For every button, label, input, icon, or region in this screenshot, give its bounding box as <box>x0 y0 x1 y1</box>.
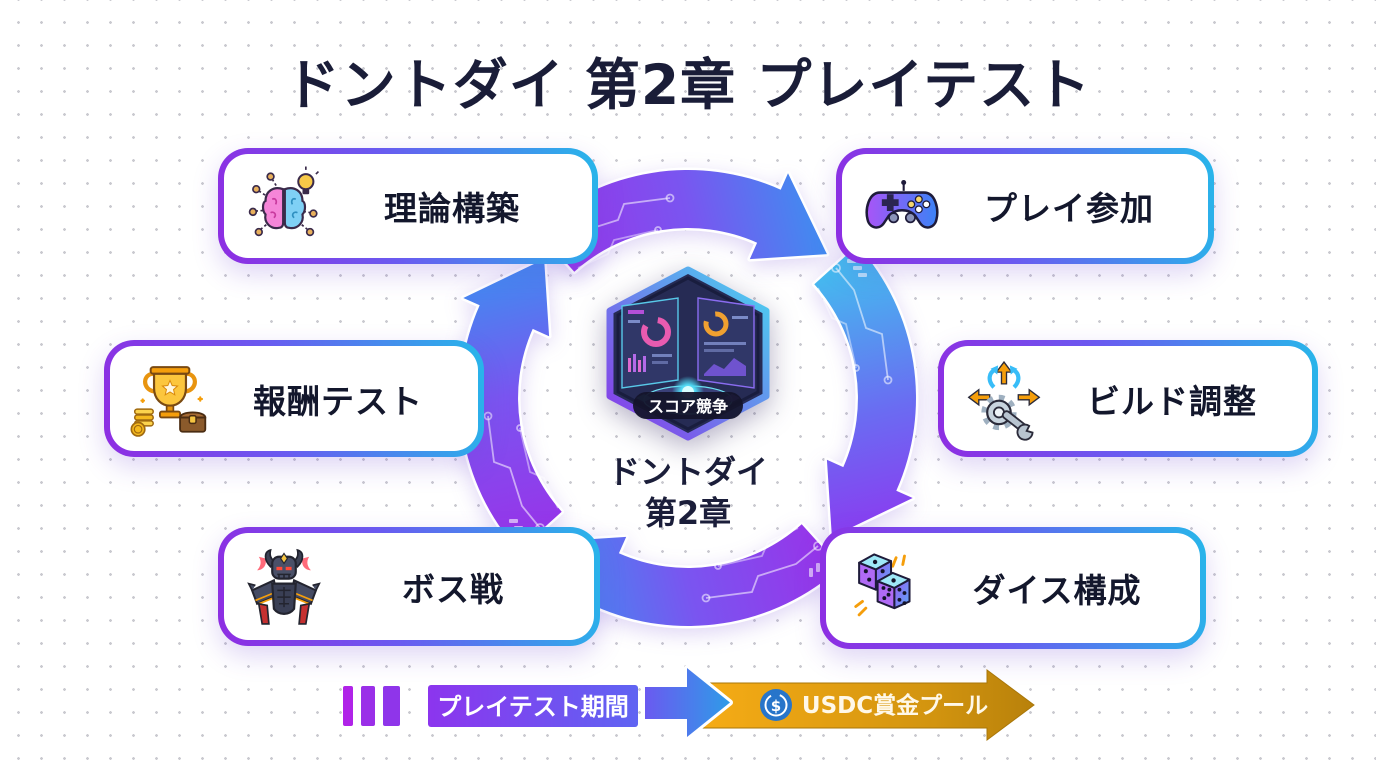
gear-wrench-icon <box>967 360 1041 441</box>
page-title: ドントダイ 第2章 プレイテスト <box>284 53 1092 117</box>
playtest-period-label: プレイテスト期間 <box>437 693 629 721</box>
usdc-symbol: $ <box>771 697 781 715</box>
direction-arrows-glyph <box>967 360 1041 406</box>
coins-glyph <box>130 407 154 437</box>
playtest-ticks <box>343 686 400 726</box>
brain-icon <box>248 166 320 237</box>
node-label: ダイス構成 <box>972 571 1142 610</box>
gamepad-icon <box>865 179 939 229</box>
flow-arrow-icon <box>642 665 733 740</box>
center-title-line2: 第2章 <box>644 493 732 532</box>
score-badge: スコア競争 <box>633 392 743 419</box>
usdc-icon: $ <box>760 689 792 721</box>
score-badge-label: スコア競争 <box>648 397 728 416</box>
node-label: ビルド調整 <box>1087 381 1257 421</box>
treasure-chest-glyph <box>179 411 207 433</box>
node-dice-build: ダイス構成 <box>820 527 1206 649</box>
prize-pool-arrow: $ USDC賞金プール <box>699 669 1035 741</box>
wrench-glyph <box>1001 409 1034 441</box>
lightbulb-glyph <box>297 166 320 195</box>
center-emblem: スコア競争 <box>606 266 770 441</box>
center-title-line1: ドントダイ <box>607 453 768 491</box>
dashboard-screen-right <box>697 297 755 389</box>
node-label: ボス戦 <box>402 569 504 609</box>
node-play-participation: プレイ参加 <box>836 148 1214 264</box>
node-build-adjust: ビルド調整 <box>938 340 1318 457</box>
playtest-period-bar: プレイテスト期間 <box>428 685 638 727</box>
timeline: プレイテスト期間 $ USDC賞金プール <box>343 665 1035 741</box>
node-theory-building: 理論構築 <box>218 148 598 264</box>
dice-icon <box>854 553 911 617</box>
node-label: 理論構築 <box>384 189 520 228</box>
node-label: プレイ参加 <box>984 189 1154 228</box>
trophy-icon <box>130 365 207 437</box>
center-title: ドントダイ 第2章 <box>538 452 838 534</box>
node-boss-battle: ボス戦 <box>218 527 600 646</box>
boss-icon <box>247 548 321 625</box>
node-reward-test: 報酬テスト <box>104 340 484 457</box>
prize-pool-label: USDC賞金プール <box>802 692 988 719</box>
dashboard-screen-left <box>621 297 679 389</box>
node-label: 報酬テスト <box>253 381 423 421</box>
